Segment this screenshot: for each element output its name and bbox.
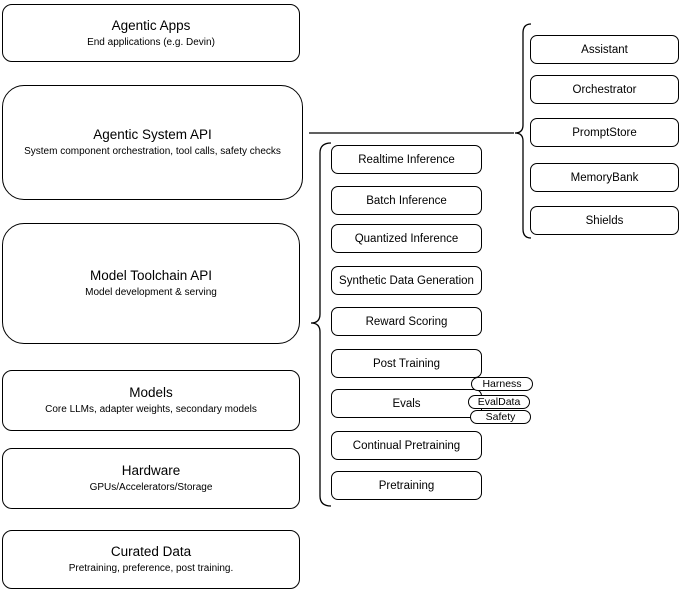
node-title: Agentic Apps [111, 17, 191, 33]
node-agentic-system-api: Agentic System API System component orch… [2, 85, 303, 200]
pill-evaldata: EvalData [468, 395, 530, 409]
node-subtitle: Model development & serving [85, 287, 217, 298]
node-realtime-inference: Realtime Inference [331, 145, 482, 174]
node-title: Curated Data [110, 544, 192, 559]
node-batch-inference: Batch Inference [331, 186, 482, 215]
node-evals: Evals [331, 389, 482, 418]
node-synthetic-data-generation: Synthetic Data Generation [331, 266, 482, 295]
node-quantized-inference: Quantized Inference [331, 224, 482, 253]
node-models: Models Core LLMs, adapter weights, secon… [2, 370, 300, 431]
node-subtitle: System component orchestration, tool cal… [24, 146, 281, 157]
node-promptstore: PromptStore [530, 118, 679, 147]
node-title: Agentic System API [93, 127, 212, 142]
node-title: Models [129, 385, 173, 400]
node-curated-data: Curated Data Pretraining, preference, po… [2, 530, 300, 589]
node-reward-scoring: Reward Scoring [331, 307, 482, 336]
node-subtitle: Pretraining, preference, post training. [68, 563, 234, 574]
pill-harness: Harness [471, 377, 533, 391]
middle-column-brace [310, 142, 332, 507]
node-model-toolchain-api: Model Toolchain API Model development & … [2, 223, 300, 344]
node-pretraining: Pretraining [331, 471, 482, 500]
node-agentic-apps: Agentic Apps End applications (e.g. Devi… [2, 4, 300, 62]
node-subtitle: End applications (e.g. Devin) [87, 36, 215, 48]
node-assistant: Assistant [530, 35, 679, 64]
node-subtitle: Core LLMs, adapter weights, secondary mo… [45, 404, 257, 415]
node-memorybank: MemoryBank [530, 163, 679, 192]
node-hardware: Hardware GPUs/Accelerators/Storage [2, 448, 300, 509]
node-shields: Shields [530, 206, 679, 235]
right-column-brace [514, 23, 532, 239]
node-title: Model Toolchain API [89, 268, 213, 283]
pill-safety: Safety [470, 410, 531, 424]
node-continual-pretraining: Continual Pretraining [331, 431, 482, 460]
node-subtitle: GPUs/Accelerators/Storage [89, 482, 213, 493]
node-post-training: Post Training [331, 349, 482, 378]
node-title: Hardware [121, 463, 181, 478]
node-orchestrator: Orchestrator [530, 75, 679, 104]
